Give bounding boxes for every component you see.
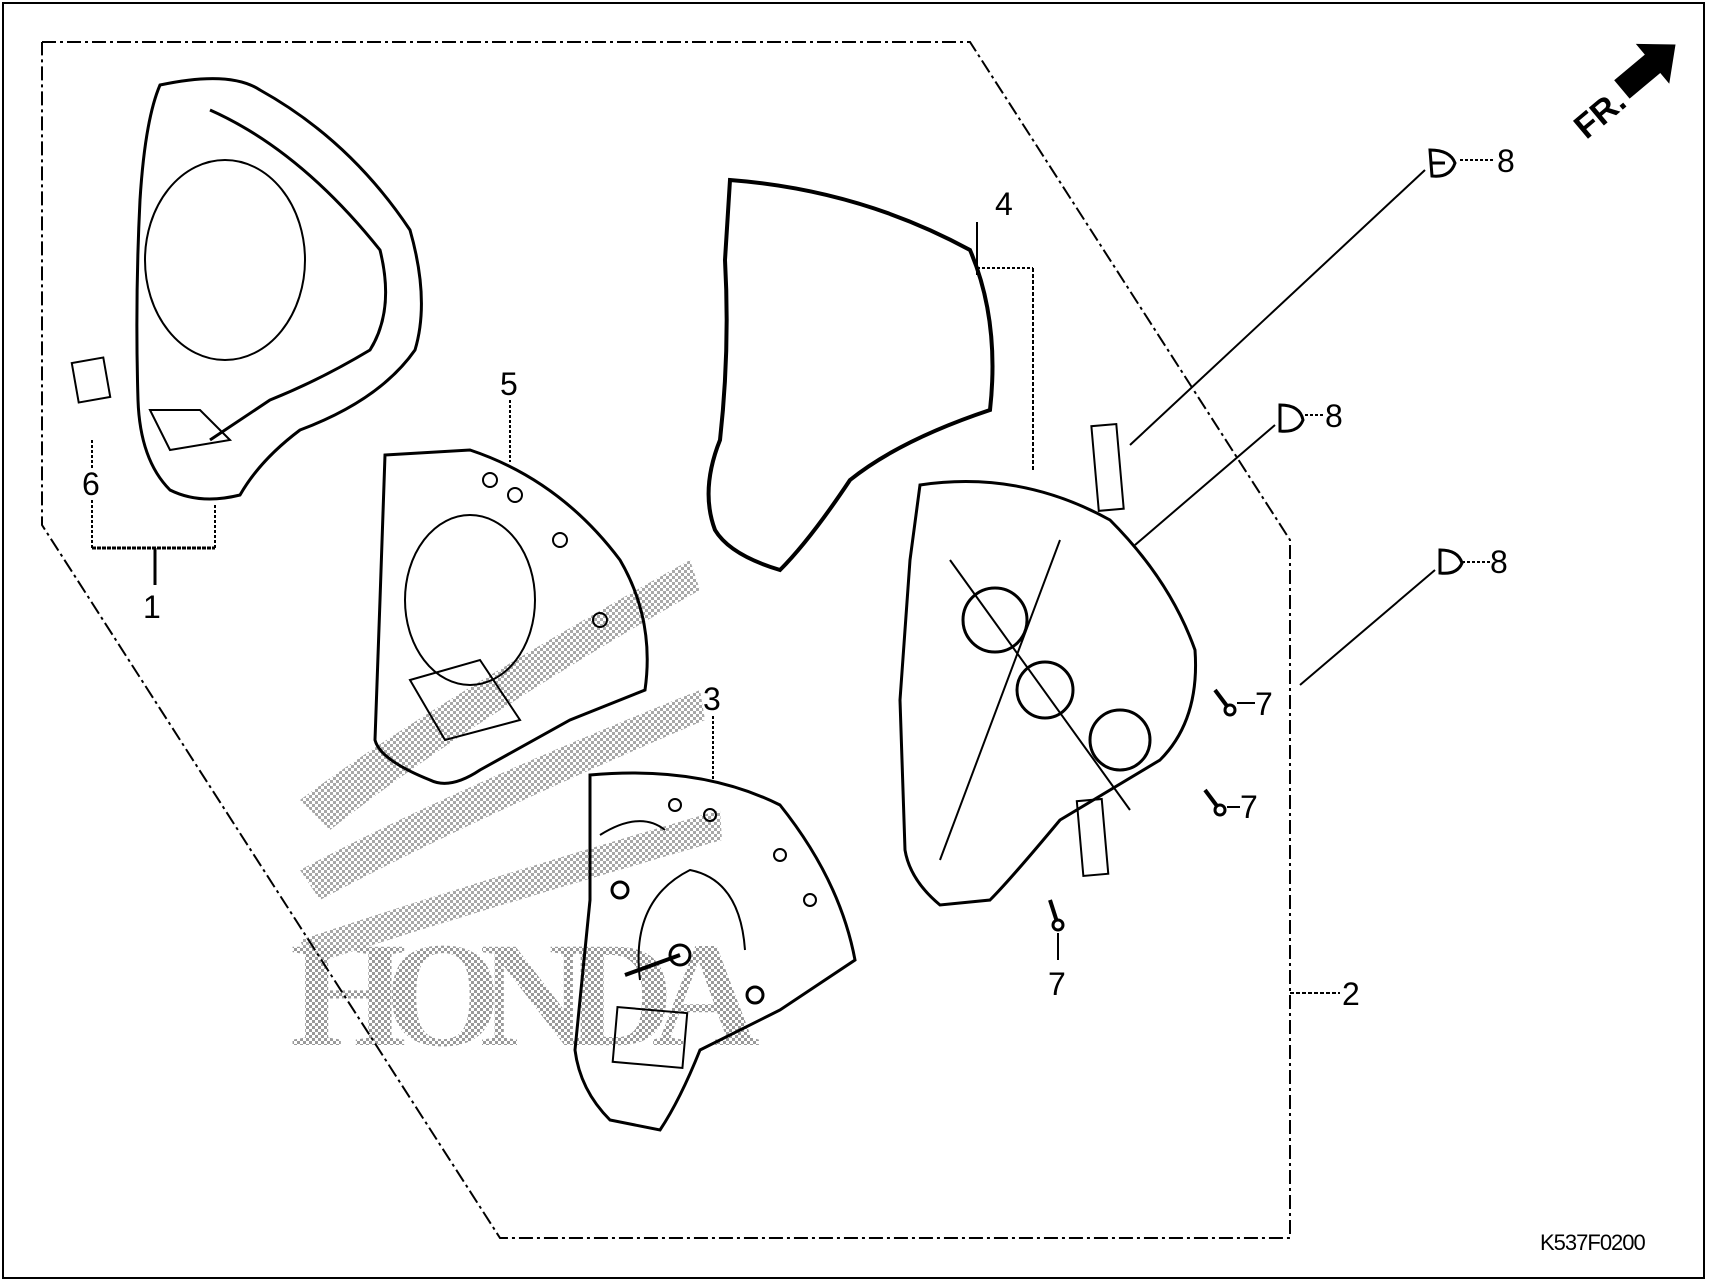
figure-code: K537F0200	[1540, 1230, 1646, 1255]
callout-4[interactable]: 4	[995, 186, 1013, 222]
assembly-outline	[41, 41, 1291, 1239]
callout-7c[interactable]: 7	[1048, 966, 1066, 1002]
honda-watermark: HONDA	[290, 912, 760, 1078]
callout-3[interactable]: 3	[703, 681, 721, 717]
screw-7-icons	[1048, 688, 1237, 932]
part-1-meter-cover[interactable]	[70, 77, 423, 501]
fr-label: FR.	[1567, 82, 1633, 146]
part-2-meter-housing[interactable]	[898, 422, 1198, 907]
front-direction-indicator: FR.	[1567, 43, 1676, 146]
leader-lines	[91, 159, 1495, 994]
arrow-forward-icon	[1614, 43, 1676, 99]
callout-1[interactable]: 1	[143, 589, 161, 625]
callout-6[interactable]: 6	[82, 466, 100, 502]
honda-wing-watermark	[300, 560, 722, 965]
callout-7b[interactable]: 7	[1240, 789, 1258, 825]
callout-8a[interactable]: 8	[1497, 143, 1515, 179]
part-5-meter-visor[interactable]	[373, 448, 649, 785]
part-3-dial-panel[interactable]	[573, 771, 857, 1132]
callout-2[interactable]: 2	[1342, 976, 1360, 1012]
callout-8b[interactable]: 8	[1325, 398, 1343, 434]
bolt-8-icons	[1278, 148, 1464, 575]
callout-8c[interactable]: 8	[1490, 544, 1508, 580]
callout-7a[interactable]: 7	[1255, 686, 1273, 722]
part-4-gasket[interactable]	[706, 177, 995, 573]
callout-5[interactable]: 5	[500, 366, 518, 402]
